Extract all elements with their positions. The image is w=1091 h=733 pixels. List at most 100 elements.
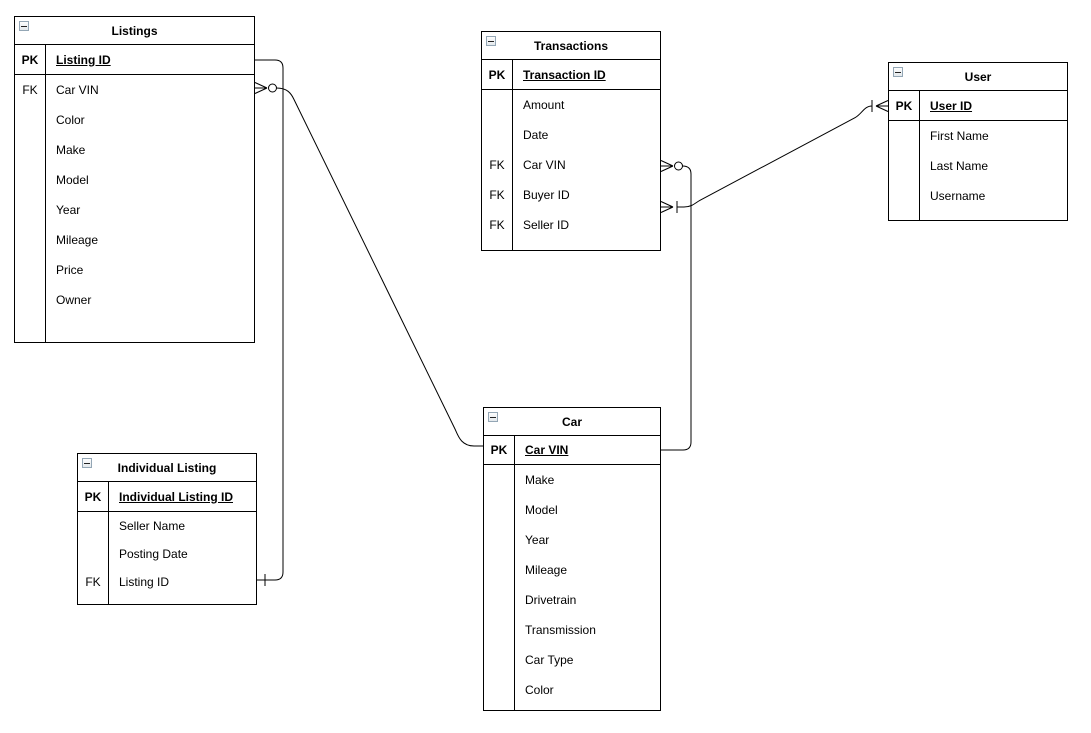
field-row[interactable]: Owner [15,285,254,315]
crows-foot-many-icon [660,160,674,172]
field-row[interactable]: Last Name [889,151,1067,181]
field-row[interactable]: Year [484,525,660,555]
key-label [15,195,45,225]
field-name: Drivetrain [525,593,577,607]
field-row[interactable]: Make [484,465,660,495]
relationship-line[interactable] [677,105,873,208]
key-label [78,512,108,540]
field-name: Listing ID [119,575,170,589]
key-label: PK [84,489,102,504]
relationship-line[interactable] [276,87,484,447]
field-row[interactable]: Model [484,495,660,525]
relationship-listings-car[interactable] [254,82,484,447]
field-name: Last Name [930,159,989,173]
field-row[interactable]: Make [15,135,254,165]
field-row[interactable]: FK Listing ID [78,568,256,596]
field-row[interactable]: Seller Name [78,512,256,540]
key-label [15,135,45,165]
field-name: Listing ID [56,52,111,67]
field-name: Mileage [525,563,568,577]
key-label [484,645,514,675]
pk-row[interactable]: PK User ID [889,91,1067,121]
field-row[interactable]: Color [15,105,254,135]
key-label [78,540,108,568]
field-name: User ID [930,98,973,113]
collapse-icon[interactable] [488,412,498,422]
pk-row[interactable]: PK Listing ID [15,45,254,75]
field-row[interactable]: Posting Date [78,540,256,568]
field-name: First Name [930,129,989,143]
key-column-divider [512,60,513,250]
entity-title: Listings [111,23,158,38]
relationship-line[interactable] [661,165,692,451]
field-name: Year [56,203,81,217]
field-name: Car Type [525,653,574,667]
field-name: Amount [523,98,565,112]
field-row[interactable]: Year [15,195,254,225]
key-label: FK [85,575,101,589]
collapse-icon[interactable] [486,36,496,46]
collapse-icon[interactable] [19,21,29,31]
field-row[interactable]: Price [15,255,254,285]
entity-title: Individual Listing [117,460,217,475]
collapse-icon[interactable] [82,458,92,468]
crows-foot-many-icon [875,100,889,112]
key-label [889,151,919,181]
crows-foot-many-icon [660,201,674,213]
key-label: FK [489,158,505,172]
field-name: Buyer ID [523,188,570,202]
field-row[interactable]: Car Type [484,645,660,675]
relationship-individual-listing-listings[interactable] [255,59,284,586]
relationship-line[interactable] [255,59,284,581]
field-row[interactable]: Mileage [15,225,254,255]
key-label [484,615,514,645]
key-label [484,465,514,495]
key-label [15,225,45,255]
entity-header: User [889,63,1067,91]
field-row[interactable]: Drivetrain [484,585,660,615]
field-row[interactable]: Model [15,165,254,195]
relationship-transactions-car[interactable] [660,160,692,451]
key-label [484,585,514,615]
key-label [15,285,45,315]
relationship-transactions-user[interactable] [660,100,889,213]
field-row[interactable]: Color [484,675,660,705]
key-label [482,90,512,120]
key-label: PK [895,98,913,113]
entity-title: User [964,69,992,84]
field-row[interactable]: Transmission [484,615,660,645]
field-name: Seller ID [523,218,570,232]
collapse-icon[interactable] [893,67,903,77]
field-row[interactable]: Mileage [484,555,660,585]
key-label [484,555,514,585]
field-name: Color [56,113,85,127]
entity-header: Listings [15,17,254,45]
field-name: Car VIN [525,443,569,457]
field-row[interactable]: Date [482,120,660,150]
key-label: PK [21,52,39,67]
entity-title: Car [561,414,582,429]
field-name: Model [56,173,89,187]
field-row[interactable]: Amount [482,90,660,120]
key-label: PK [488,67,506,82]
field-row[interactable]: Username [889,181,1067,211]
field-row[interactable]: First Name [889,121,1067,151]
